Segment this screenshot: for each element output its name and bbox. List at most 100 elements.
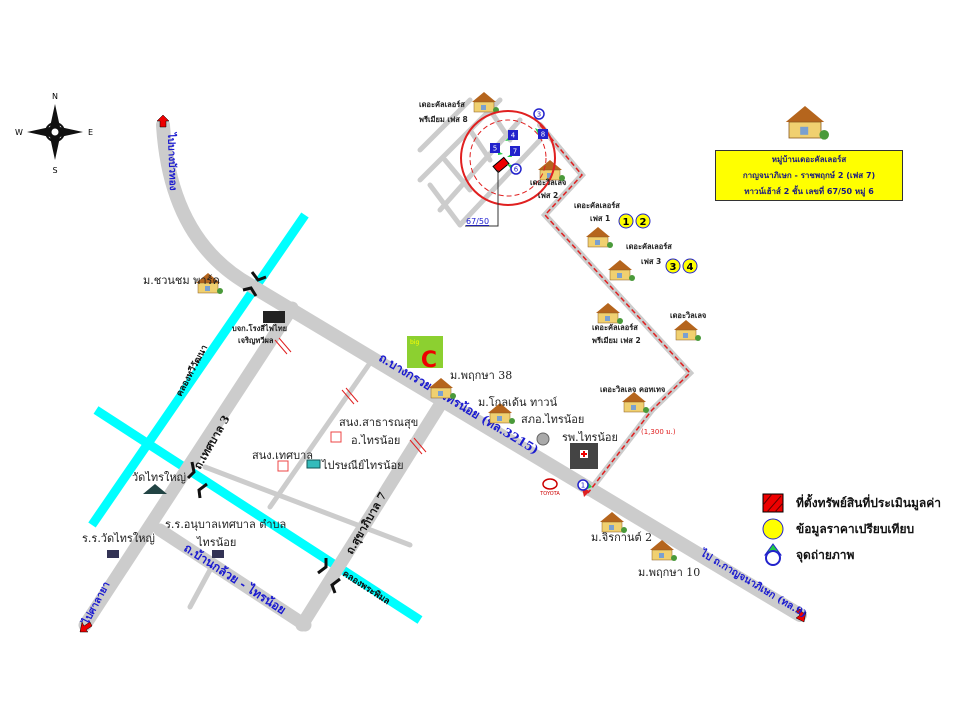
property-info-box: หมู่บ้านเดอะคัลเลอร์ส กาญจนาภิเษก - ราชพ… [715, 150, 903, 201]
road-ban-kluai [153, 523, 312, 632]
municipal-office-icon [277, 460, 289, 472]
legend-item-comparable: ข้อมูลราคาเปรียบเทียบ [760, 516, 941, 542]
label-phase-1: เดอะคัลเลอร์ส [574, 201, 620, 210]
svg-text:6: 6 [514, 166, 519, 174]
svg-text:1: 1 [581, 482, 585, 490]
road-branch-b [267, 360, 373, 510]
school-icon [212, 550, 224, 558]
svg-text:big: big [410, 339, 419, 346]
comparables: 1 2 3 4 [618, 213, 698, 274]
photo-point-3-icon[interactable]: 3 [533, 108, 545, 120]
road-sukhaphiban7 [295, 390, 452, 632]
label-school-2: ร.ร.อนุบาลเทศบาล ตำบล [165, 518, 286, 531]
railway-crossing-icons [274, 337, 427, 455]
photo-point-7-icon[interactable]: 7 [507, 146, 520, 157]
svg-text:C: C [421, 348, 437, 373]
svg-text:4: 4 [687, 262, 694, 273]
subject-property-icon[interactable] [492, 156, 510, 174]
comparable-3-icon[interactable]: 3 [665, 258, 681, 274]
label-school-1: ร.ร.วัดไทรใหญ่ [82, 532, 155, 545]
label-phase-1: เฟส 1 [590, 214, 610, 223]
route-line [539, 124, 692, 494]
svg-text:7: 7 [513, 148, 517, 156]
photo-point-8-icon[interactable]: 8 [535, 128, 548, 139]
photo-point-4-icon[interactable]: 4 [505, 130, 518, 141]
svg-text:3: 3 [670, 262, 677, 273]
temple-icon [143, 484, 167, 494]
comparable-2-icon[interactable]: 2 [635, 213, 651, 229]
svg-text:N: N [52, 92, 58, 101]
photo-points: 1 3 4 5 6 7 8 [490, 108, 592, 491]
road-branch-c [187, 567, 213, 610]
hospital-icon [570, 443, 598, 469]
svg-text:8: 8 [541, 131, 545, 139]
photo-point-6-icon[interactable]: 6 [507, 163, 522, 175]
road-label-ban-kluai: ถ.บ้านกล้วย - ไทรน้อย [181, 540, 289, 617]
label-chuanchom: ม.ชวนชม พาร์ค [143, 274, 220, 287]
info-line-3: ทาวน์เฮ้าส์ 2 ชั้น เลขที่ 67/50 หมู่ 6 [744, 187, 874, 196]
comparable-data-icon [760, 518, 786, 540]
factory-icon [263, 311, 285, 323]
subdivision-roads [417, 97, 543, 228]
label-golden-town: ม.โกลเด้น ทาวน์ [478, 395, 558, 409]
svg-text:S: S [52, 166, 57, 175]
canal-thawi-watthana [88, 212, 309, 528]
site-radius-dashed [469, 119, 547, 197]
canal-label-thawi-watthana: คลองทวีวัฒนา [174, 343, 210, 398]
label-village-cottage: เดอะวิลเลจ คอทเทจ [600, 385, 665, 394]
svg-text:1: 1 [623, 217, 630, 228]
compass-icon: N S E W [15, 92, 93, 175]
svg-text:TOYOTA: TOYOTA [539, 491, 560, 497]
label-health-office: สนง.สาธารณสุข [339, 416, 418, 429]
svg-text:3: 3 [537, 111, 541, 119]
distance-label: (1,300 ม.) [641, 428, 676, 436]
police-icon [536, 432, 550, 446]
canal-label-phra-phimon: คลองพระพิมล [340, 568, 392, 607]
svg-text:E: E [88, 128, 93, 137]
label-premium-8: เดอะคัลเลอร์ส [419, 100, 465, 109]
label-municipal: สนง.เทศบาล [252, 449, 313, 462]
photo-point-1-icon[interactable]: 1 [577, 479, 592, 491]
label-village: เดอะวิลเลจ [670, 311, 706, 320]
site-radius-circle [460, 110, 556, 206]
label-jirakan-2: ม.จิรกานต์ 2 [591, 531, 652, 544]
label-phase-3: เดอะคัลเลอร์ส [626, 242, 672, 251]
road-thetsaban3 [78, 301, 299, 632]
label-health-office: อ.ไทรน้อย [351, 434, 400, 447]
label-school-2: ไทรน้อย [196, 536, 236, 549]
svg-text:4: 4 [511, 132, 516, 140]
property-leader-line [465, 170, 499, 227]
label-phase-3: เฟส 3 [641, 257, 661, 266]
legend-label: ข้อมูลราคาเปรียบเทียบ [796, 521, 915, 536]
school-icon [107, 550, 119, 558]
label-temple: วัดไทรใหญ่ [132, 471, 186, 484]
label-factory: บจก.โรงสีไฟไทย [232, 323, 287, 333]
label-village-2: เดอะวิลเลจ [530, 178, 566, 187]
canal-phra-phimon [93, 406, 423, 624]
mail-icon [306, 459, 321, 469]
arrow-to-bang-bua-thong-icon [156, 114, 170, 128]
health-office-icon [330, 431, 342, 443]
svg-text:2: 2 [640, 217, 647, 228]
svg-text:W: W [15, 128, 23, 137]
comparable-4-icon[interactable]: 4 [682, 258, 698, 274]
bridge-icons [186, 271, 341, 594]
comparable-1-icon[interactable]: 1 [618, 213, 634, 229]
legend: ที่ตั้งทรัพย์สินที่ประเมินมูลค่า ข้อมูลร… [760, 490, 941, 568]
photo-point-5-icon[interactable]: 5 [490, 143, 503, 155]
road-branch-a [202, 464, 413, 548]
info-line-1: หมู่บ้านเดอะคัลเลอร์ส [771, 155, 847, 164]
label-premium-2: พรีเมียม เฟส 2 [592, 336, 641, 345]
label-premium-2: เดอะคัลเลอร์ส [592, 323, 638, 332]
label-pruksa-10: ม.พฤกษา 10 [638, 566, 700, 579]
legend-label: จุดถ่ายภาพ [796, 547, 855, 562]
arrow-to-kanchanaphisek-icon [795, 608, 807, 623]
label-hospital: รพ.ไทรน้อย [562, 431, 618, 444]
arrow-to-sala-ya-icon [79, 621, 93, 633]
subject-property-icon [760, 492, 786, 514]
info-line-2: กาญจนาภิเษก - ราชพฤกษ์ 2 (เฟส 7) [742, 171, 876, 180]
property-number[interactable]: 67/50 [466, 217, 489, 226]
road-label-to-bang-bua-thong: ไปบางบัวทอง [165, 132, 180, 191]
